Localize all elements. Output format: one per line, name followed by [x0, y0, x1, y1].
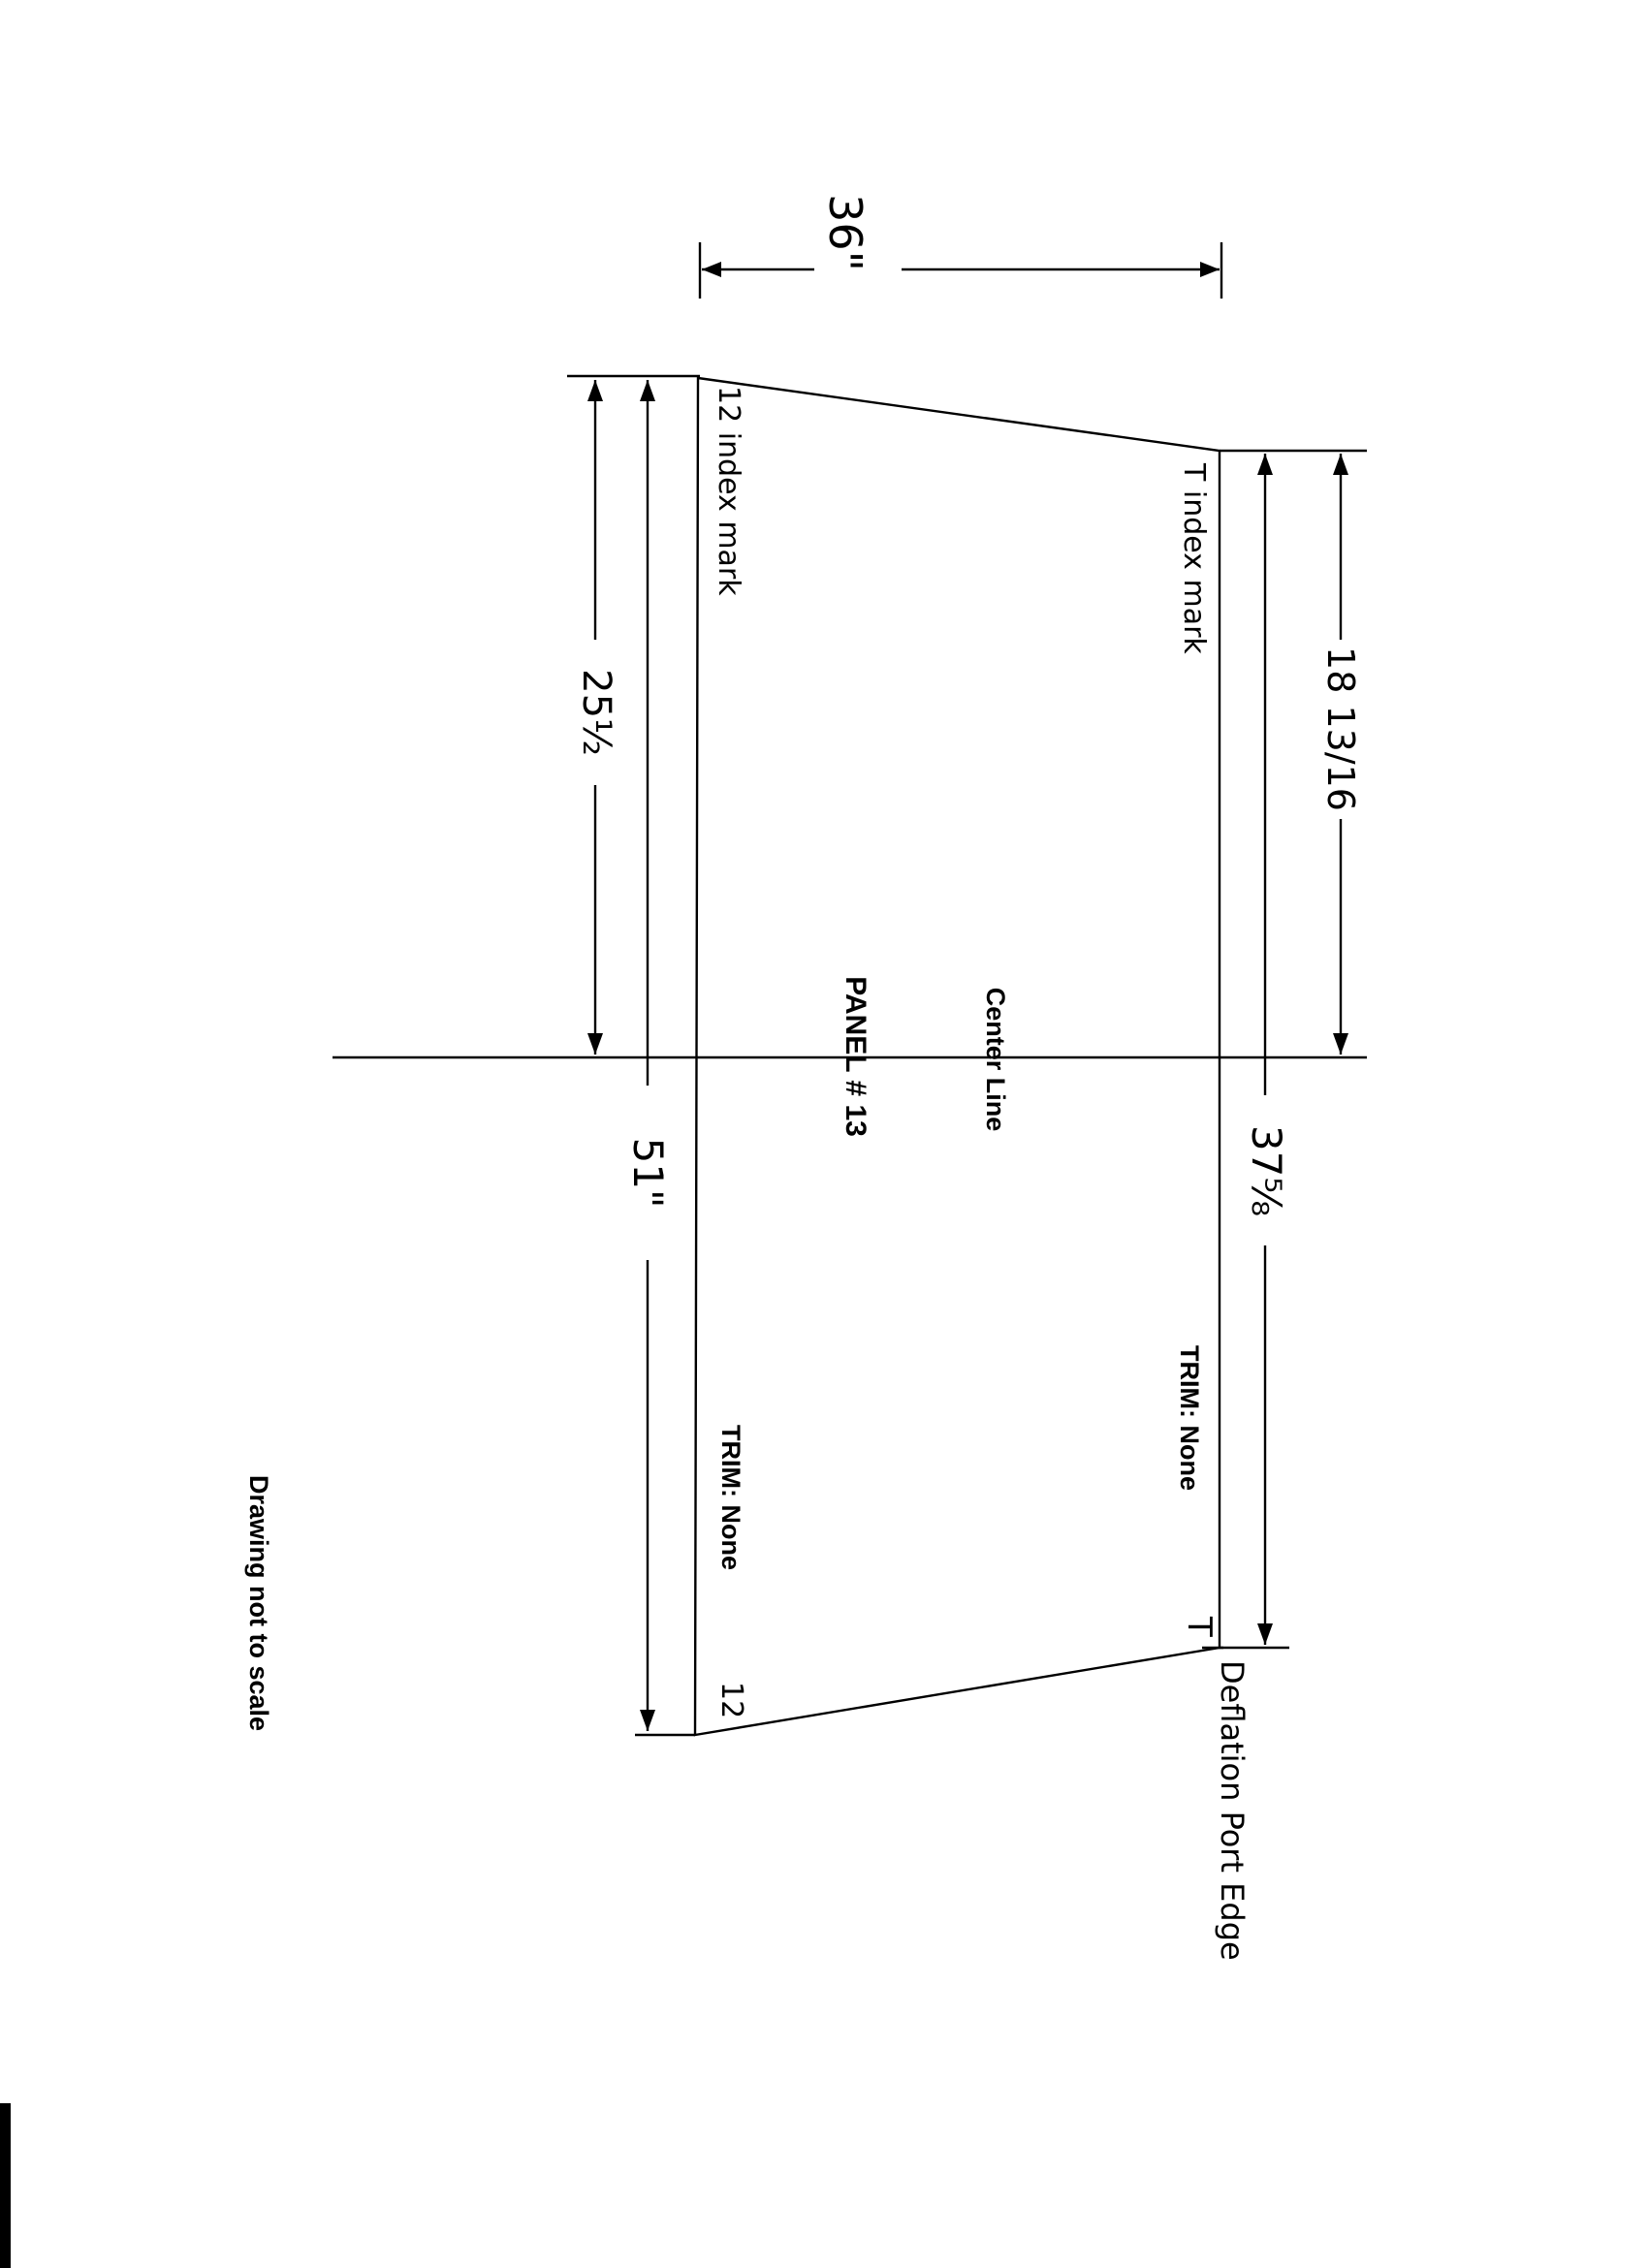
deflation-port-edge-label: Deflation Port Edge — [1214, 1660, 1251, 1961]
trim-left-label: TRIM: None — [716, 1425, 745, 1570]
right-full-dimension — [1257, 454, 1273, 1645]
scan-edge-mark — [0, 2103, 11, 2268]
left-short-label: 25½ — [574, 669, 618, 756]
right-full-label: 37⅝ — [1243, 1125, 1290, 1216]
width-label: 36" — [819, 194, 872, 271]
twelve-corner-label: 12 — [714, 1682, 748, 1718]
arrowhead-left — [702, 262, 721, 277]
t-corner-label: T — [1180, 1616, 1219, 1637]
right-short-label: 18 13/16 — [1319, 646, 1362, 811]
twelve-index-mark-label: 12 index mark — [712, 386, 745, 596]
t-index-mark-label: T index mark — [1177, 462, 1211, 654]
width-dimension — [698, 242, 1223, 299]
left-short-dimension — [587, 380, 603, 1055]
center-line-label: Center Line — [981, 988, 1010, 1132]
arrowhead-right — [1200, 262, 1220, 277]
left-full-dimension — [640, 380, 655, 1731]
trim-right-label: TRIM: None — [1175, 1345, 1204, 1491]
not-to-scale-note: Drawing not to scale — [244, 1475, 273, 1731]
right-short-dimension — [1333, 454, 1348, 1055]
panel-label: PANEL # 13 — [840, 976, 872, 1137]
left-full-label: 51" — [624, 1138, 672, 1209]
